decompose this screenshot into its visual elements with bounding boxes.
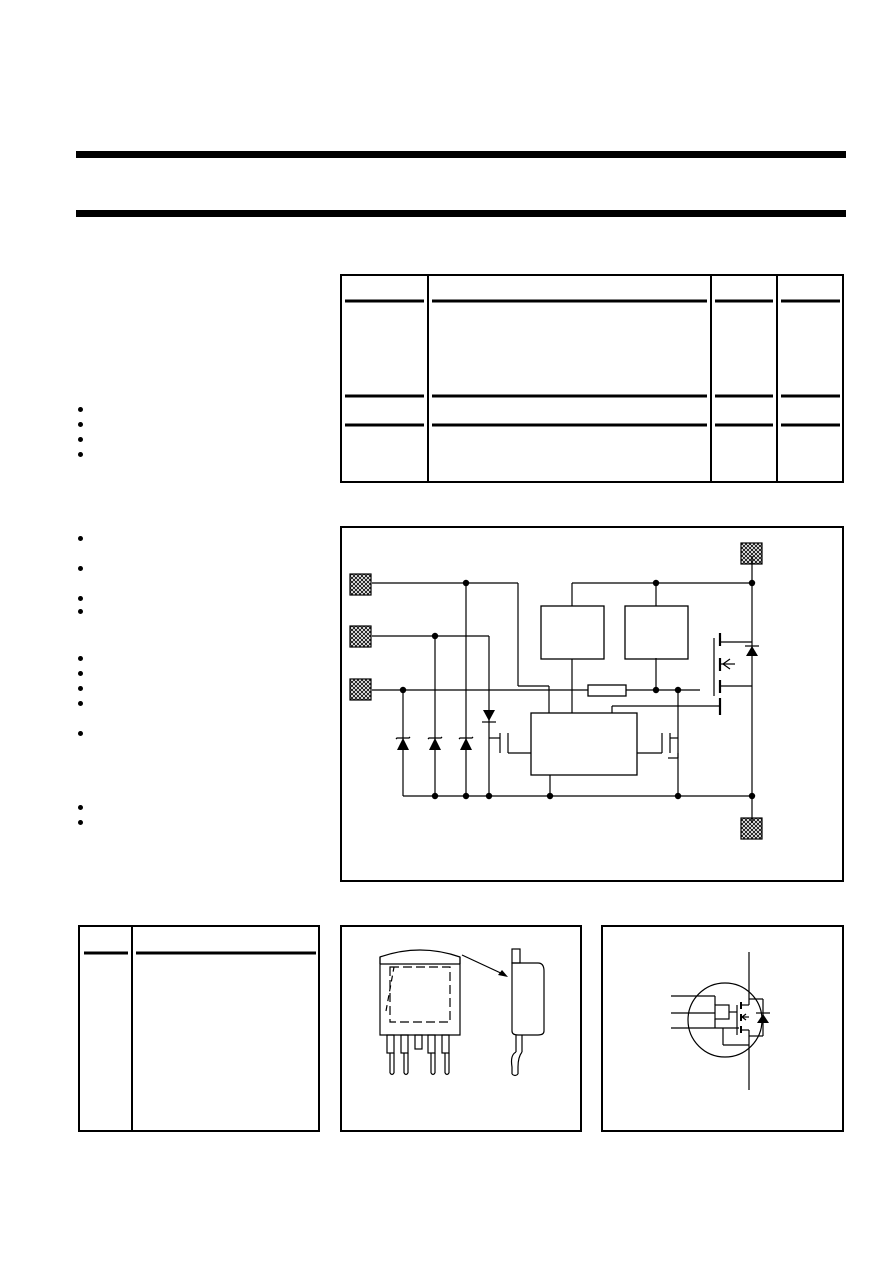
block-diagram-circuit [349, 542, 763, 840]
package-outline [340, 925, 582, 1132]
bullet [78, 805, 83, 810]
bullet [78, 686, 83, 691]
bullet [78, 536, 83, 541]
pinning-table-lines [84, 927, 316, 1132]
block-diagram [340, 526, 844, 882]
quick-reference-table-lines [345, 276, 840, 483]
crosshatched-pad-icon [740, 817, 763, 840]
crosshatched-pad-icon [349, 678, 372, 701]
bullet [78, 701, 83, 706]
crosshatched-pad-icon [740, 542, 763, 565]
bullet [78, 407, 83, 412]
header-rule-top [76, 151, 846, 158]
bullet [78, 820, 83, 825]
bullet [78, 671, 83, 676]
crosshatched-pad-icon [349, 573, 372, 596]
quick-reference-table [340, 274, 844, 483]
bullet [78, 452, 83, 457]
bullet [78, 656, 83, 661]
bullet [78, 609, 83, 614]
crosshatched-pad-icon [349, 625, 372, 648]
bullet [78, 566, 83, 571]
bullet [78, 437, 83, 442]
bullet [78, 422, 83, 427]
bullet [78, 596, 83, 601]
header-rule-bottom [76, 210, 846, 217]
package-drawing [379, 948, 545, 1077]
pinning-table [78, 925, 320, 1132]
mosfet-symbol-icon [671, 952, 770, 1090]
bullet [78, 731, 83, 736]
symbol [601, 925, 844, 1132]
